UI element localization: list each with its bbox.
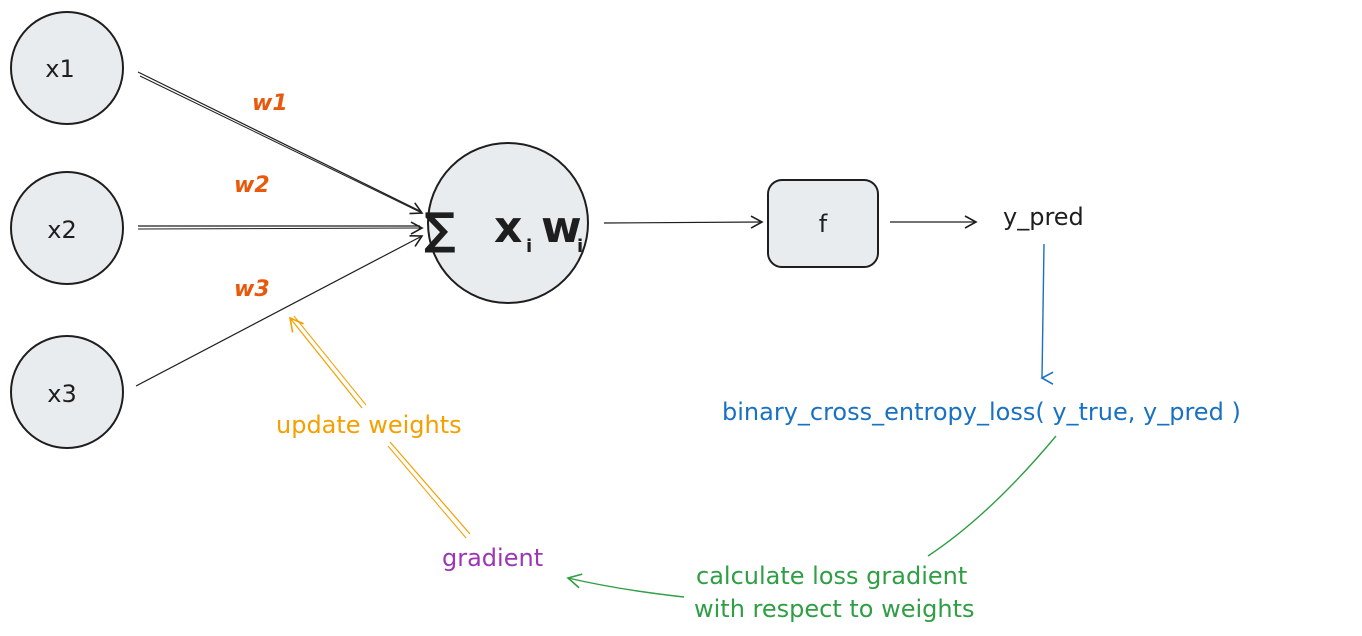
output-label: y_pred [1003,203,1084,231]
edge-sum-activation [603,215,764,229]
activation-node-box [767,179,879,268]
sum-w-subscript: i [577,236,583,257]
activation-node: f [767,179,879,268]
edge-gradient-step-gradient [566,573,685,598]
input-node-x1-label: x1 [45,55,74,83]
sum-w: w [541,202,582,253]
input-node-x3-label: x3 [47,380,76,408]
input-node-x3: x3 [10,335,124,449]
sum-x: x [494,202,522,253]
edge-x2-sum [137,221,424,235]
sum-sigma: ∑ [424,204,456,255]
input-node-x1-circle [10,11,124,125]
weight-label-w3: w3 [234,277,270,302]
weight-label-w1: w1 [252,91,288,116]
input-node-x2-circle [10,171,124,285]
gradient-step-line2: with respect to weights [694,595,975,623]
edge-x1-sum [137,71,424,215]
edge-loss-gradient-step [927,435,1057,557]
input-node-x3-circle [10,335,124,449]
input-node-x2-label: x2 [47,216,76,244]
sum-x-subscript: i [526,236,532,257]
gradient-label: gradient [442,544,543,572]
edge-x3-sum [135,234,424,387]
edge-output-loss [1040,243,1054,385]
edge-gradient-update [387,441,471,539]
input-node-x1: x1 [10,11,124,125]
input-node-x2: x2 [10,171,124,285]
loss-label: binary_cross_entropy_loss( y_true, y_pre… [722,398,1241,426]
activation-node-label: f [819,210,828,238]
edge-update-weights [288,315,367,409]
gradient-step-line1: calculate loss gradient [696,562,967,590]
sum-node-circle [427,142,589,304]
update-weights-label: update weights [276,411,462,439]
sum-node: ∑ x i w i [424,142,589,304]
weight-label-w2: w2 [234,173,270,198]
